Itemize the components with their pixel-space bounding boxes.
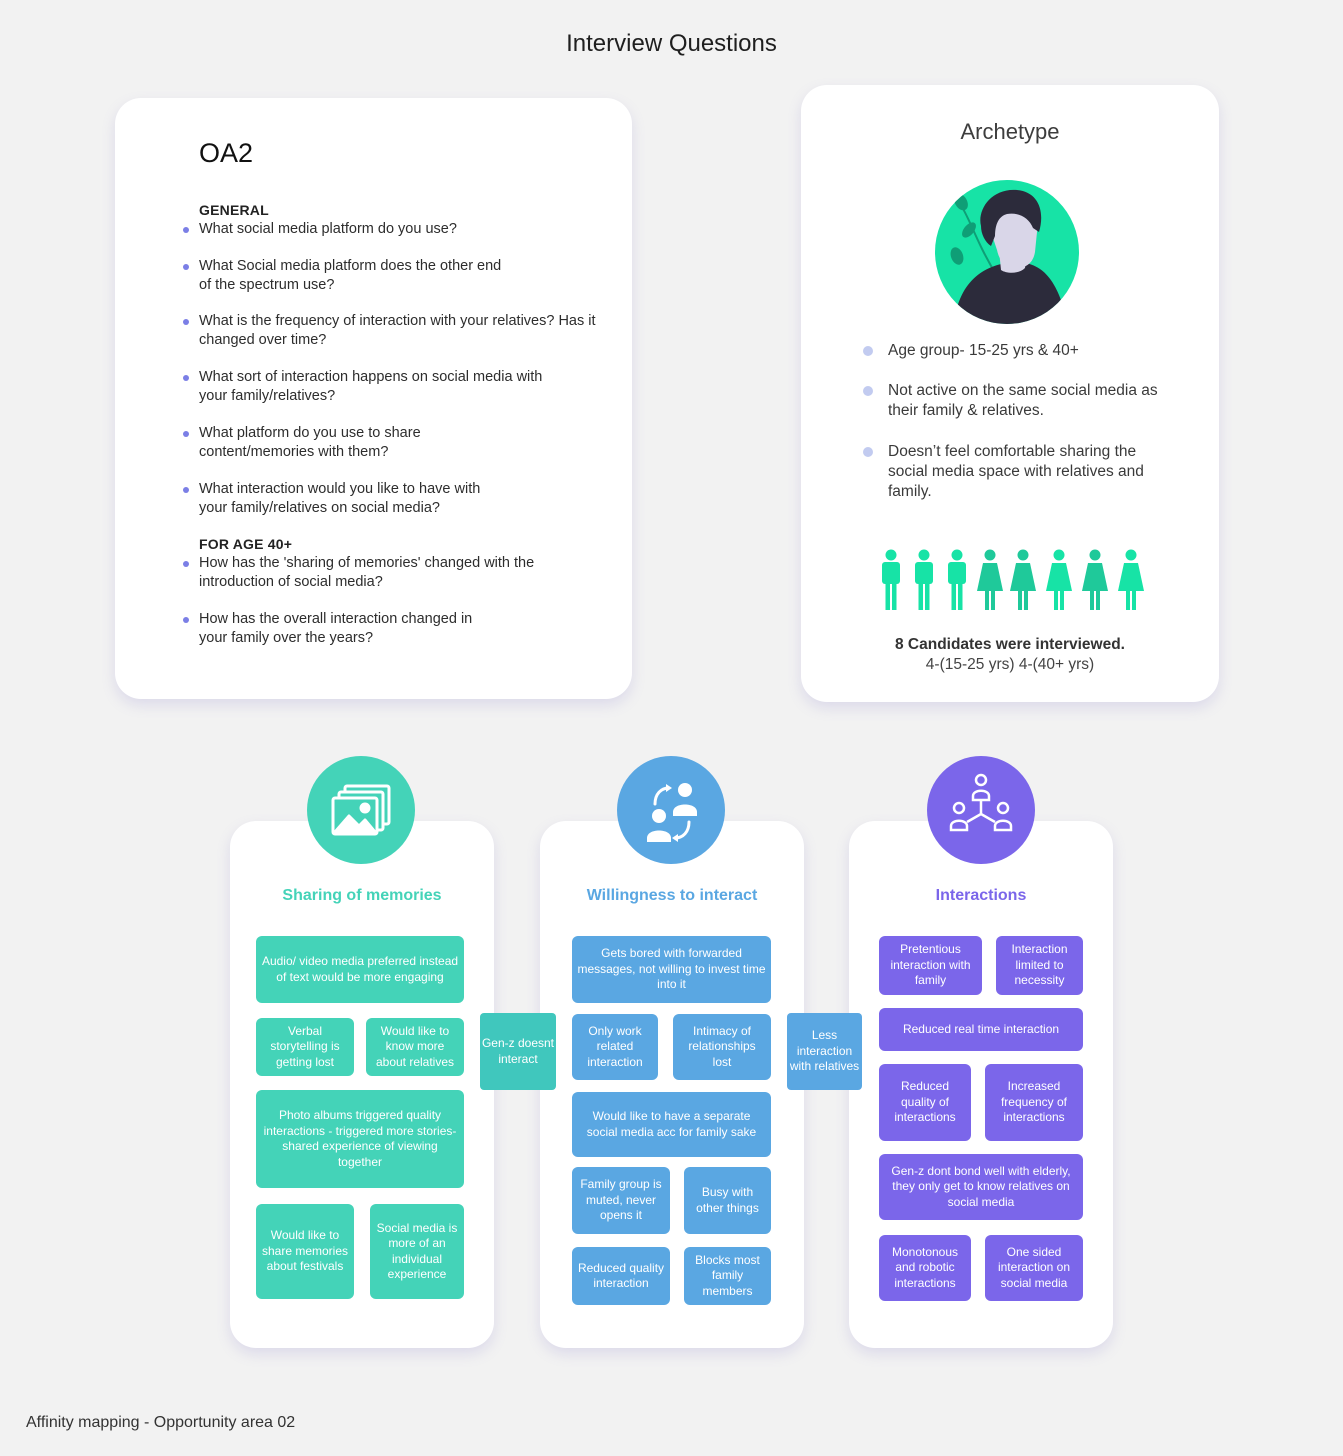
archetype-point: Not active on the same social media as t…: [863, 381, 1168, 421]
interactions-note: One sided interaction on social media: [985, 1235, 1083, 1301]
question-item: What is the frequency of interaction wit…: [183, 312, 599, 350]
bullet-icon: [183, 264, 189, 270]
candidates-people-icon: [882, 549, 1144, 610]
archetype-point: Doesn’t feel comfortable sharing the soc…: [863, 442, 1173, 502]
photos-icon: [307, 756, 415, 864]
willingness-note: Only work related interaction: [572, 1014, 658, 1080]
interactions-column: Interactions Pretentious interaction wit…: [849, 821, 1113, 1348]
interactions-note: Gen-z dont bond well with elderly, they …: [879, 1154, 1083, 1220]
question-item: What sort of interaction happens on soci…: [183, 368, 544, 406]
genz-connector: Gen-z doesnt interact: [480, 1013, 556, 1090]
willingness-note: Would like to have a separate social med…: [572, 1092, 771, 1157]
page-title: Interview Questions: [566, 30, 777, 57]
archetype-card: Archetype Age group- 15-25 yrs & 40+ Not…: [801, 85, 1219, 702]
question-item: What Social media platform does the othe…: [183, 257, 509, 295]
exchange-users-icon: [617, 756, 725, 864]
bullet-icon: [183, 431, 189, 437]
person-avatar-icon: [935, 180, 1079, 324]
memories-note: Verbal storytelling is getting lost: [256, 1018, 354, 1076]
willingness-note: Gets bored with forwarded messages, not …: [572, 936, 771, 1003]
willingness-note: Blocks most family members: [684, 1247, 771, 1305]
interactions-note: Interaction limited to necessity: [996, 936, 1083, 995]
interactions-note: Pretentious interaction with family: [879, 936, 982, 995]
bullet-icon: [183, 227, 189, 233]
memories-title: Sharing of memories: [282, 887, 442, 904]
bullet-icon: [183, 319, 189, 325]
interactions-note: Increased frequency of interactions: [985, 1064, 1083, 1141]
bullet-icon: [863, 447, 873, 457]
willingness-note: Family group is muted, never opens it: [572, 1167, 670, 1234]
less-interaction-connector: Less interaction with relatives: [787, 1013, 862, 1090]
interactions-note: Reduced real time interaction: [879, 1008, 1083, 1051]
memories-note: Would like to share memories about festi…: [256, 1204, 354, 1299]
archetype-point: Age group- 15-25 yrs & 40+: [863, 341, 1178, 361]
willingness-note: Reduced quality interaction: [572, 1247, 670, 1305]
bullet-icon: [183, 617, 189, 623]
memories-note: Photo albums triggered quality interacti…: [256, 1090, 464, 1188]
willingness-note: Busy with other things: [684, 1167, 771, 1234]
question-item: What platform do you use to share conten…: [183, 424, 449, 462]
bullet-icon: [183, 487, 189, 493]
memories-note: Audio/ video media preferred instead of …: [256, 936, 464, 1003]
questions-title: OA2: [199, 138, 254, 168]
network-people-icon: [927, 756, 1035, 864]
bullet-icon: [183, 375, 189, 381]
memories-column: Sharing of memories Audio/ video media p…: [230, 821, 494, 1348]
willingness-title: Willingness to interact: [586, 887, 758, 904]
question-item: How has the 'sharing of memories' change…: [183, 554, 544, 592]
questions-card: OA2 GENERAL What social media platform d…: [115, 98, 632, 699]
interactions-title: Interactions: [935, 887, 1027, 904]
general-heading: GENERAL: [199, 202, 269, 218]
willingness-note: Intimacy of relationships lost: [673, 1014, 771, 1080]
question-item: What interaction would you like to have …: [183, 480, 509, 518]
interactions-note: Monotonous and robotic interactions: [879, 1235, 971, 1301]
interactions-note: Reduced quality of interactions: [879, 1064, 971, 1141]
bullet-icon: [863, 386, 873, 396]
question-item: What social media platform do you use?: [183, 220, 599, 239]
question-item: How has the overall interaction changed …: [183, 610, 489, 648]
bullet-icon: [183, 561, 189, 567]
bullet-icon: [863, 346, 873, 356]
age-heading: FOR AGE 40+: [199, 536, 293, 552]
willingness-column: Willingness to interact Gets bored with …: [540, 821, 804, 1348]
footer-caption: Affinity mapping - Opportunity area 02: [26, 1414, 296, 1431]
archetype-title: Archetype: [960, 119, 1060, 144]
candidates-breakdown: 4-(15-25 yrs) 4-(40+ yrs): [925, 656, 1095, 673]
memories-note: Would like to know more about relatives: [366, 1018, 464, 1076]
candidates-count: 8 Candidates were interviewed.: [894, 636, 1125, 653]
memories-note: Social media is more of an individual ex…: [370, 1204, 464, 1299]
